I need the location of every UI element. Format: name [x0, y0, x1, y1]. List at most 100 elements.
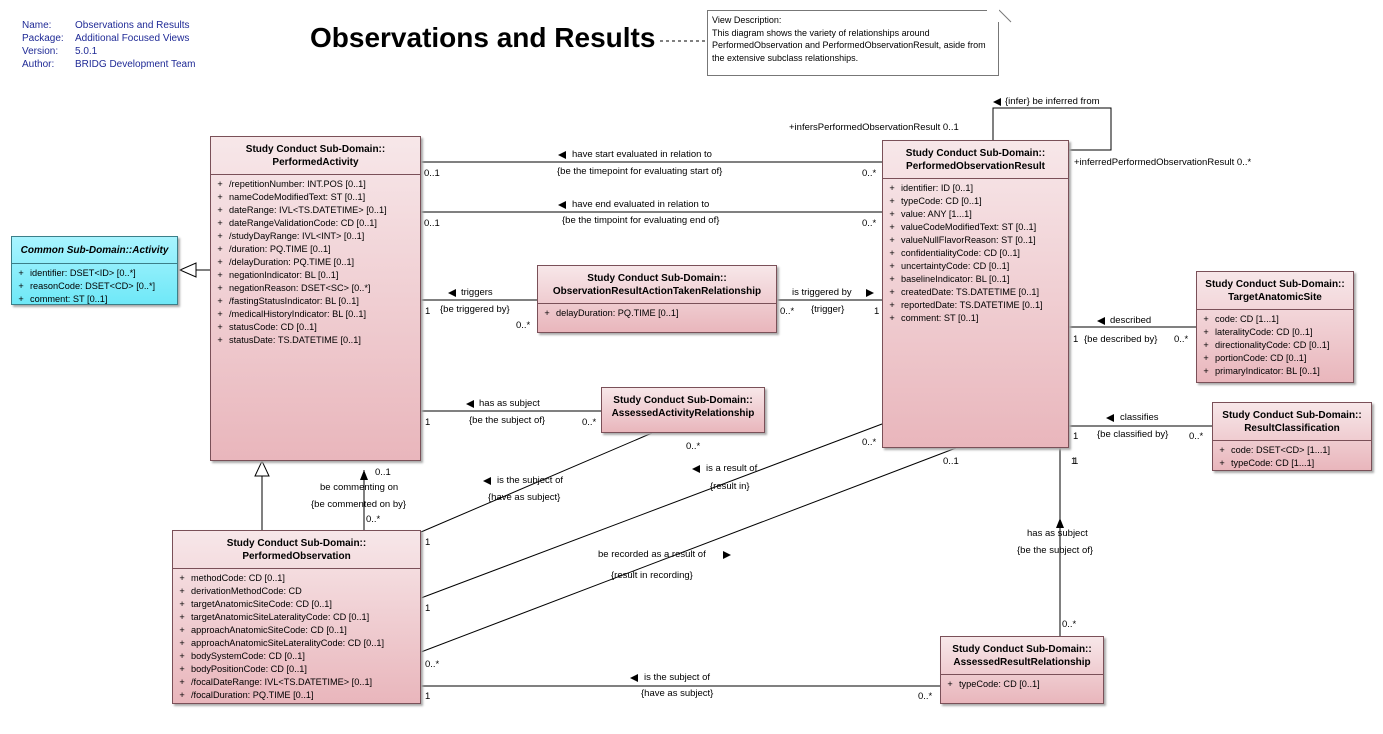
inferred-role-label: +inferredPerformedObservationResult 0..*: [1074, 157, 1252, 168]
class-assessed-result-relationship[interactable]: Study Conduct Sub-Domain::AssessedResult…: [940, 636, 1104, 704]
multiplicity: 1: [425, 603, 431, 614]
be-commented-on-by-label: {be commented on by}: [311, 499, 407, 510]
multiplicity: 1: [1073, 456, 1079, 467]
visibility-marker: +: [217, 218, 223, 228]
is-triggered-by-label: is triggered by: [792, 287, 852, 298]
multiplicity: 1: [1073, 334, 1079, 345]
class-attribute: +/duration: PQ.TIME [0..1]: [211, 243, 420, 256]
class-performed-observation-result[interactable]: Study Conduct Sub-Domain::PerformedObser…: [882, 140, 1069, 448]
class-attribute: +targetAnatomicSiteLateralityCode: CD [0…: [173, 611, 420, 624]
multiplicity: 0..*: [1174, 334, 1189, 345]
attribute-text: directionalityCode: CD [0..1]: [1215, 340, 1330, 350]
class-attribute: + statusDate: TS.DATETIME [0..1]: [211, 334, 420, 347]
meta-row: Name:Observations and Results: [22, 19, 195, 32]
class-attribute: +bodySystemCode: CD [0..1]: [173, 650, 420, 663]
multiplicity: 0..*: [425, 659, 440, 670]
class-action-taken-relationship[interactable]: Study Conduct Sub-Domain::ObservationRes…: [537, 265, 777, 333]
class-attribute: +/fastingStatusIndicator: BL [0..1]: [211, 295, 420, 308]
start-eval-reverse-label: {be the timepoint for evaluating start o…: [557, 166, 723, 177]
class-attribute: +dateRangeValidationCode: CD [0..1]: [211, 217, 420, 230]
class-result-classification[interactable]: Study Conduct Sub-Domain::ResultClassifi…: [1212, 402, 1372, 471]
visibility-marker: +: [217, 335, 223, 345]
visibility-marker: +: [1203, 366, 1209, 376]
start-eval-direction-icon: [558, 151, 566, 159]
described-direction-icon: [1097, 317, 1105, 325]
class-header: Study Conduct Sub-Domain::PerformedObser…: [173, 531, 420, 569]
meta-value: Additional Focused Views: [75, 33, 190, 44]
multiplicity: 0..*: [862, 437, 877, 448]
visibility-marker: +: [889, 287, 895, 297]
visibility-marker: +: [217, 192, 223, 202]
visibility-marker: +: [889, 183, 895, 193]
meta-row: Package:Additional Focused Views: [22, 32, 195, 45]
visibility-marker: +: [217, 257, 223, 267]
class-attributes: +identifier: DSET<ID> [0..*]+reasonCode:…: [12, 264, 177, 306]
be-recorded-label: be recorded as a result of: [598, 549, 706, 560]
attribute-text: code: DSET<CD> [1...1]: [1231, 445, 1331, 455]
class-attribute: +portionCode: CD [0..1]: [1197, 352, 1353, 365]
meta-key: Author:: [22, 59, 55, 70]
visibility-marker: +: [179, 690, 185, 700]
visibility-marker: +: [889, 261, 895, 271]
class-target-anatomic-site[interactable]: Study Conduct Sub-Domain::TargetAnatomic…: [1196, 271, 1354, 383]
class-activity[interactable]: Common Sub-Domain::Activity +identifier:…: [11, 236, 178, 305]
class-attributes: +identifier: ID [0..1]+typeCode: CD [0..…: [883, 179, 1068, 325]
visibility-marker: +: [179, 573, 185, 583]
class-attribute: +approachAnatomicSiteCode: CD [0..1]: [173, 624, 420, 637]
is-the-subject-of-direction-icon: [483, 477, 491, 485]
visibility-marker: +: [947, 679, 953, 689]
visibility-marker: +: [1219, 445, 1225, 455]
class-attribute: +value: ANY [1...1]: [883, 208, 1068, 221]
class-attributes: +delayDuration: PQ.TIME [0..1]: [538, 304, 776, 320]
class-attribute: +/studyDayRange: IVL<INT> [0..1]: [211, 230, 420, 243]
attribute-text: statusDate: TS.DATETIME [0..1]: [229, 335, 361, 345]
class-attribute: +directionalityCode: CD [0..1]: [1197, 339, 1353, 352]
attribute-text: targetAnatomicSiteLateralityCode: CD [0.…: [191, 612, 370, 622]
class-header: Study Conduct Sub-Domain::ObservationRes…: [538, 266, 776, 304]
multiplicity: 1: [1071, 456, 1077, 467]
result-in-recording-label: {result in recording}: [611, 570, 693, 581]
attribute-text: reasonCode: DSET<CD> [0..*]: [30, 281, 156, 291]
visibility-marker: +: [1203, 314, 1209, 324]
visibility-marker: +: [179, 677, 185, 687]
end-eval-reverse-label: {be the timpoint for evaluating end of}: [562, 215, 720, 226]
multiplicity: 0..*: [1062, 619, 1077, 630]
view-description-note[interactable]: View Description: This diagram shows the…: [707, 10, 999, 76]
class-header: Study Conduct Sub-Domain::AssessedActivi…: [602, 388, 764, 425]
class-attribute: +/focalDuration: PQ.TIME [0..1]: [173, 689, 420, 702]
class-header: Study Conduct Sub-Domain::PerformedActiv…: [211, 137, 420, 175]
visibility-marker: +: [179, 599, 185, 609]
classifies-direction-icon: [1106, 414, 1114, 422]
have-as-subject-label-1: {have as subject}: [488, 492, 561, 503]
attribute-text: approachAnatomicSiteLateralityCode: CD […: [191, 638, 385, 648]
class-attribute: +code: CD [1...1]: [1197, 313, 1353, 326]
attribute-text: /duration: PQ.TIME [0..1]: [229, 244, 331, 254]
class-assessed-activity-relationship[interactable]: Study Conduct Sub-Domain::AssessedActivi…: [601, 387, 765, 433]
meta-row: Author:BRIDG Development Team: [22, 58, 195, 71]
meta-value: Observations and Results: [75, 20, 190, 31]
class-attribute: +typeCode: CD [1...1]: [1213, 457, 1371, 470]
end-eval-label: have end evaluated in relation to: [572, 199, 710, 210]
visibility-marker: +: [889, 248, 895, 258]
class-name: PerformedObservationResult: [906, 161, 1045, 172]
multiplicity: 0..*: [582, 417, 597, 428]
class-attribute: +negationReason: DSET<SC> [0..*]: [211, 282, 420, 295]
visibility-marker: +: [889, 209, 895, 219]
class-attribute: +identifier: ID [0..1]: [883, 182, 1068, 195]
attribute-text: reportedDate: TS.DATETIME [0..1]: [901, 300, 1043, 310]
visibility-marker: +: [18, 281, 24, 291]
class-attribute: + reasonCode: DSET<CD> [0..*]: [12, 280, 177, 293]
attribute-text: comment: ST [0..1]: [30, 294, 108, 304]
class-name: AssessedResultRelationship: [953, 657, 1091, 668]
attribute-text: methodCode: CD [0..1]: [191, 573, 285, 583]
attribute-text: confidentialityCode: CD [0..1]: [901, 248, 1020, 258]
class-name: ObservationResultActionTakenRelationship: [552, 286, 762, 297]
class-attributes: +/repetitionNumber: INT.POS [0..1]+nameC…: [211, 175, 420, 347]
visibility-marker: +: [217, 309, 223, 319]
class-performed-activity[interactable]: Study Conduct Sub-Domain::PerformedActiv…: [210, 136, 421, 461]
class-attribute: +typeCode: CD [0..1]: [941, 678, 1103, 691]
meta-value: 5.0.1: [75, 46, 98, 57]
multiplicity: 0..*: [516, 320, 531, 331]
class-performed-observation[interactable]: Study Conduct Sub-Domain::PerformedObser…: [172, 530, 421, 704]
note-body: This diagram shows the variety of relati…: [712, 27, 986, 63]
